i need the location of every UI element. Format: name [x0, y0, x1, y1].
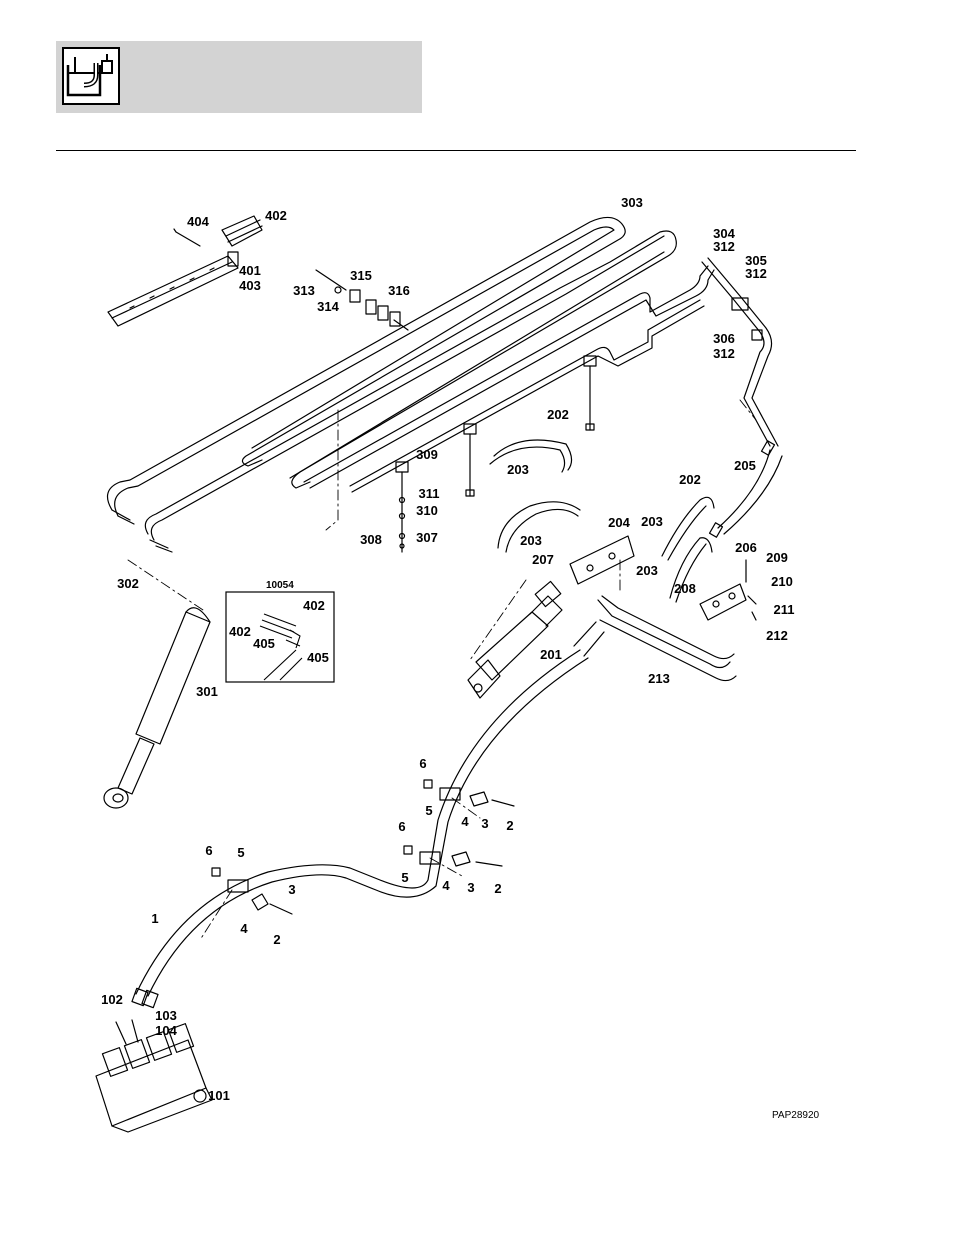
- clamp-set-lower: [212, 868, 292, 914]
- callout-c102: 102: [101, 992, 123, 1007]
- callout-c3a: 3: [481, 816, 488, 831]
- drawing-id: PAP28920: [772, 1110, 820, 1121]
- inset-caption: 10054: [266, 580, 294, 591]
- callout-c101: 101: [208, 1088, 230, 1103]
- tube-213: [598, 596, 736, 681]
- cable-tie: [174, 229, 200, 246]
- callout-c2b: 2: [494, 881, 501, 896]
- callout-c204: 204: [608, 515, 630, 530]
- callout-c310: 310: [416, 503, 438, 518]
- callout-c212: 212: [766, 628, 788, 643]
- callout-c213: 213: [648, 671, 670, 686]
- clamp-set-mid: [404, 846, 502, 866]
- callout-c210: 210: [771, 574, 793, 589]
- hose-1: [132, 622, 604, 1008]
- callout-c303: 303: [621, 195, 643, 210]
- callout-i402b: 402: [229, 624, 251, 639]
- callout-c201: 201: [540, 647, 562, 662]
- clamp-stack-mid: [464, 356, 596, 496]
- callout-c314: 314: [317, 299, 339, 314]
- callout-c6b: 6: [398, 819, 405, 834]
- callout-c5c: 5: [237, 845, 244, 860]
- callout-c209: 209: [766, 550, 788, 565]
- callout-c313: 313: [293, 283, 315, 298]
- tube-assembly-303: [108, 217, 715, 552]
- callout-c312a: 312: [713, 239, 735, 254]
- callout-c306: 306: [713, 331, 735, 346]
- callout-c4b: 4: [442, 878, 450, 893]
- callout-c4a: 4: [461, 814, 469, 829]
- callout-c307: 307: [416, 530, 438, 545]
- callout-c104: 104: [155, 1023, 177, 1038]
- callout-c103: 103: [155, 1008, 177, 1023]
- callout-c206: 206: [735, 540, 757, 555]
- callout-c301: 301: [196, 684, 218, 699]
- callout-c4c: 4: [240, 921, 248, 936]
- callout-c401: 401: [239, 263, 261, 278]
- plate-208: [700, 584, 746, 620]
- callout-c207: 207: [532, 552, 554, 567]
- callout-c3b: 3: [467, 880, 474, 895]
- callout-c6a: 6: [419, 756, 426, 771]
- callout-c6c: 6: [205, 843, 212, 858]
- callout-c208: 208: [674, 581, 696, 596]
- callout-i405a: 405: [253, 636, 275, 651]
- callout-c316: 316: [388, 283, 410, 298]
- callout-c311: 311: [419, 486, 440, 501]
- callout-c309: 309: [416, 447, 438, 462]
- callout-c203b: 203: [641, 514, 663, 529]
- callout-c312b: 312: [745, 266, 767, 281]
- callout-c402a: 402: [265, 208, 287, 223]
- callout-c308: 308: [360, 532, 382, 547]
- plate-207: [570, 536, 634, 584]
- cylinder-201: [468, 581, 562, 698]
- clamp-set-upper: [424, 780, 514, 806]
- callout-c2a: 2: [506, 818, 513, 833]
- callout-c3c: 3: [288, 882, 295, 897]
- callout-c312c: 312: [713, 346, 735, 361]
- callout-c202a: 202: [547, 407, 569, 422]
- callout-c5b: 5: [401, 870, 408, 885]
- callout-c202b: 202: [679, 472, 701, 487]
- callout-c315: 315: [350, 268, 372, 283]
- callout-c205: 205: [734, 458, 756, 473]
- callout-c302: 302: [117, 576, 139, 591]
- callout-c5a: 5: [425, 803, 432, 818]
- callout-c203d: 203: [636, 563, 658, 578]
- callout-c404: 404: [187, 214, 209, 229]
- callout-c2c: 2: [273, 932, 280, 947]
- callout-c211: 211: [774, 602, 795, 617]
- control-valve-101: [96, 1020, 212, 1132]
- callout-i402a: 402: [303, 598, 325, 613]
- callout-c403: 403: [239, 278, 261, 293]
- callout-c1: 1: [151, 911, 158, 926]
- fitting-stack-309: [396, 462, 408, 552]
- callout-c203c: 203: [520, 533, 542, 548]
- callout-c203a: 203: [507, 462, 529, 477]
- callout-i405b: 405: [307, 650, 329, 665]
- cylinder-301: [104, 608, 210, 808]
